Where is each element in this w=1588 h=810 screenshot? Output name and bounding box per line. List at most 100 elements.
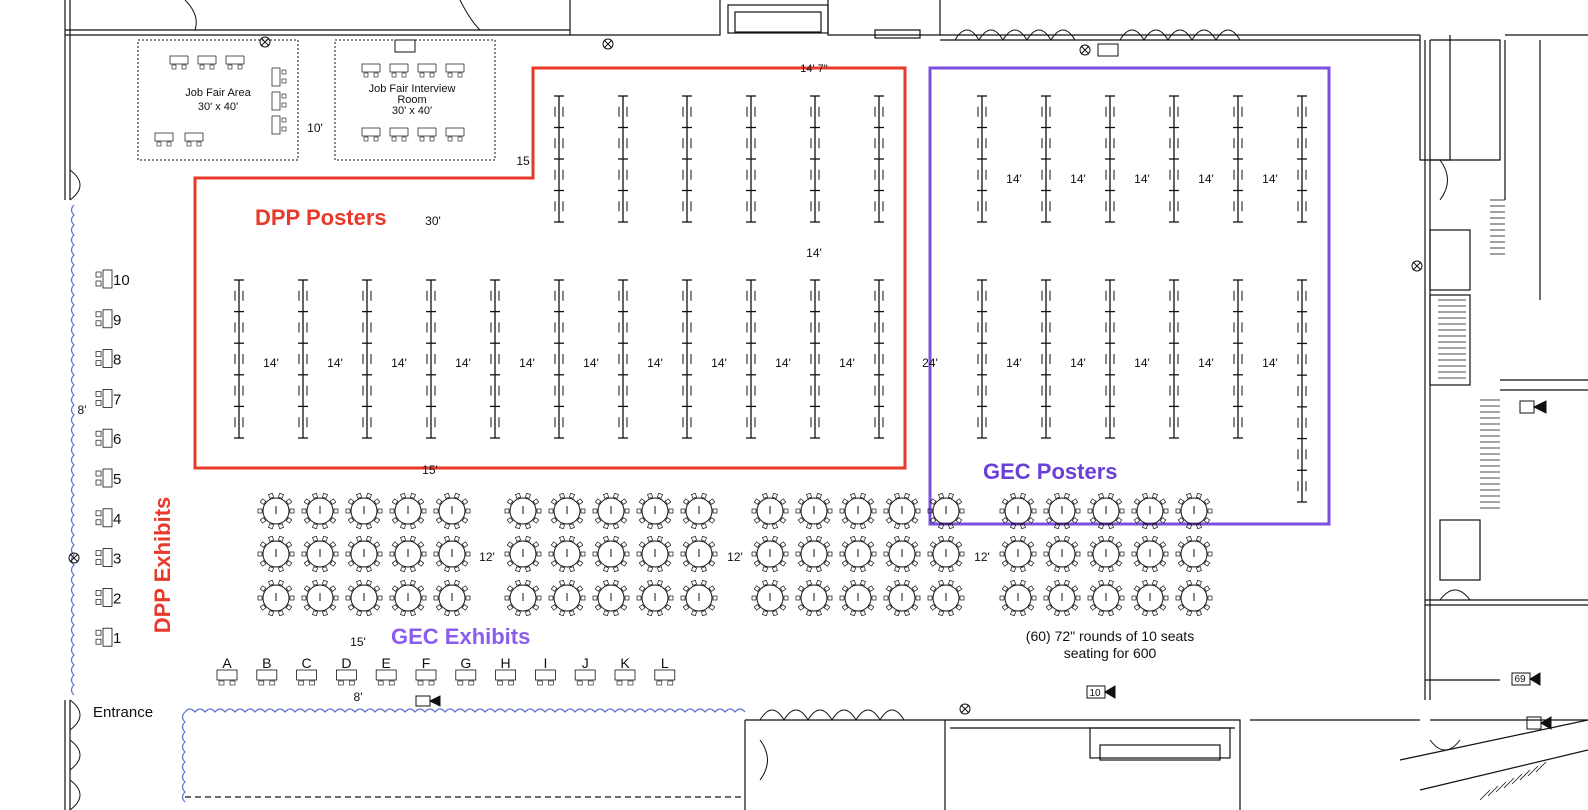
poster-board [1105,95,1115,223]
round-table [839,492,877,530]
seating-note-line2: seating for 600 [1064,645,1157,661]
poster-board [682,279,692,439]
dim-15-bottom: 15' [350,635,366,649]
dpp-posters-zone [193,66,907,470]
round-table [301,492,339,530]
aisle-width-label: 14' [1006,172,1022,186]
round-table [433,579,471,617]
interview-table [154,132,174,147]
round-table [548,492,586,530]
poster-board [874,95,884,223]
round-table [636,579,674,617]
dpp-booth-number: 1 [113,630,121,647]
gec-booth: B [256,655,278,686]
poster-board [1233,279,1243,439]
aisle-width-label: 14' [711,356,727,370]
round-table [1175,492,1213,530]
aisle-width-label: 14' [583,356,599,370]
round-table [999,579,1037,617]
interview-room-title-line1: Job Fair Interview [369,83,456,95]
dpp-booth-number: 9 [113,312,121,329]
interview-table [445,63,465,78]
round-table [504,492,542,530]
gec-booth-letter: I [543,655,547,671]
gec-booth: K [614,655,636,686]
aisle-width-label: 14' [1070,356,1086,370]
poster-board [810,279,820,439]
gec-booth-letter: G [460,655,471,671]
dpp-booth: 8 [95,349,121,369]
fire-alarm-icon [259,36,271,48]
round-table [389,492,427,530]
interview-table [445,127,465,142]
fixtures [68,36,1552,730]
round-table [592,492,630,530]
round-table [680,535,718,573]
interview-table [417,127,437,142]
dpp-booth-number: 8 [113,352,121,369]
aisle-width-label: 14' [775,356,791,370]
dim-12-c: 12' [974,550,990,564]
dim-8-left: 8' [78,403,87,417]
interview-table [271,91,287,111]
dim-15-mid: 15' [422,463,438,477]
round-table [548,535,586,573]
dim-12-a: 12' [479,550,495,564]
aisle-width-label: 14' [1262,172,1278,186]
round-table [1087,579,1125,617]
aisle-width-label: 14' [1198,356,1214,370]
aisle-width-label: 14' [455,356,471,370]
job-fair-area: Job Fair Area 30' x 40' [137,39,299,161]
poster-board [746,279,756,439]
round-table [1131,492,1169,530]
camera-icon [1086,685,1116,699]
pipe-and-drape [70,204,746,803]
camera-icon [1526,716,1552,730]
gec-booth-letter: B [262,655,271,671]
gec-booth: H [495,655,517,686]
round-table [927,579,965,617]
interview-table [389,127,409,142]
round-table [883,535,921,573]
aisle-labels: 14'14'14'14'14'14'14'14'14'14'14'14'14'1… [263,172,1278,370]
round-table [883,492,921,530]
poster-board [1105,279,1115,439]
dpp-booth: 9 [95,309,121,329]
dpp-booth: 10 [95,269,130,289]
camera-number-label: 10 [1089,688,1101,699]
dpp-booth: 4 [95,508,121,528]
round-table [999,535,1037,573]
gec-booth-letter: D [341,655,351,671]
sprinkler-icon [394,39,1119,57]
gec-booth-letter: J [582,655,589,671]
round-table [795,579,833,617]
round-table [1043,535,1081,573]
aisle-width-label: 14' [391,356,407,370]
poster-board [874,279,884,439]
poster-board [234,279,244,439]
gec-booth: I [535,655,556,686]
stairs [1438,199,1547,801]
dpp-booth-number: 2 [113,590,121,607]
gec-booth: J [574,655,596,686]
round-table [345,535,383,573]
dpp-booth: 1 [95,627,121,647]
aisle-width-label: 14' [327,356,343,370]
poster-board [1041,95,1051,223]
dpp-booth: 3 [95,548,121,568]
dim-8-bottom: 8' [354,690,363,704]
camera-number-label: 69 [1514,674,1526,685]
gec-posters-label: GEC Posters [983,459,1118,484]
aisle-width-label: 14' [1262,356,1278,370]
round-table [345,579,383,617]
round-table [257,579,295,617]
round-table [680,579,718,617]
poster-board [810,95,820,223]
aisle-width-label: 14' [1134,172,1150,186]
interview-table [389,63,409,78]
poster-board [977,279,987,439]
round-table [1087,492,1125,530]
camera-icon [1511,672,1541,686]
interview-table [271,67,287,87]
poster-board [1233,95,1243,223]
